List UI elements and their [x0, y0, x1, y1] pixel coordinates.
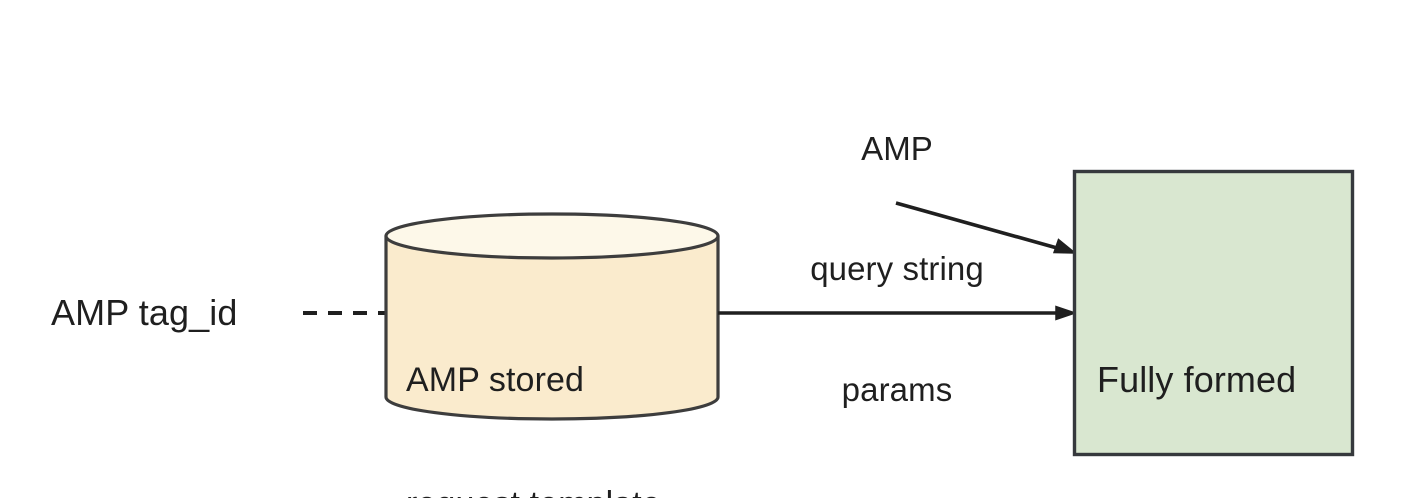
output-box-shape [1072, 169, 1355, 457]
arrowhead-datastore-to-output [1055, 305, 1078, 321]
datastore-label: AMP stored request template [406, 277, 661, 498]
output-box-label-line-2: ORTB [1097, 490, 1296, 498]
annotation-line-2: query string [810, 250, 984, 288]
annotation-amp-query-string-params: AMP query string params [762, 48, 1032, 491]
datastore-label-line-2: request template [406, 484, 661, 498]
output-box-label: Fully formed ORTB [1097, 270, 1296, 498]
datastore-cylinder-shape [384, 212, 720, 421]
annotation-line-3: params [841, 371, 953, 408]
arrowhead-params-to-output [1052, 238, 1078, 254]
connector-datastore-to-output [718, 305, 1078, 321]
input-label-amp-tag-id: AMP tag_id [51, 292, 238, 333]
connector-params-to-output [895, 201, 1078, 254]
output-box-label-line-1: Fully formed [1097, 358, 1297, 400]
annotation-line-1: AMP [861, 129, 933, 167]
datastore-label-line-1: AMP stored [406, 360, 585, 399]
